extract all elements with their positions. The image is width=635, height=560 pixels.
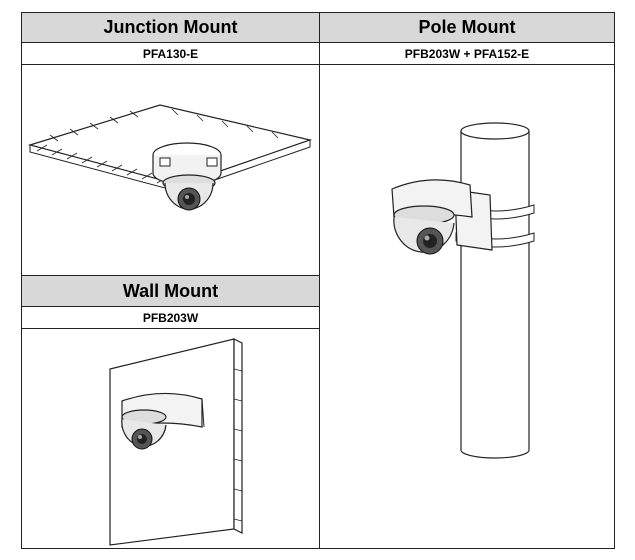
wall-mount-header: Wall Mount (22, 275, 319, 307)
pole-mount-illustration (319, 65, 614, 548)
wall-mount-model: PFB203W (22, 307, 319, 329)
wall-mount-drawing (109, 338, 243, 546)
wall-mount-illustration (22, 329, 319, 548)
junction-mount-illustration (22, 65, 319, 275)
pole-mount-header: Pole Mount (319, 13, 614, 43)
pole-mount-drawing (391, 122, 535, 459)
junction-mount-header: Junction Mount (22, 13, 319, 43)
junction-mount-model: PFA130-E (22, 43, 319, 65)
mount-options-table: Junction Mount PFA130-E (21, 12, 615, 549)
ceiling-mount-drawing (27, 104, 313, 211)
pole-mount-model: PFB203W + PFA152-E (319, 43, 614, 65)
